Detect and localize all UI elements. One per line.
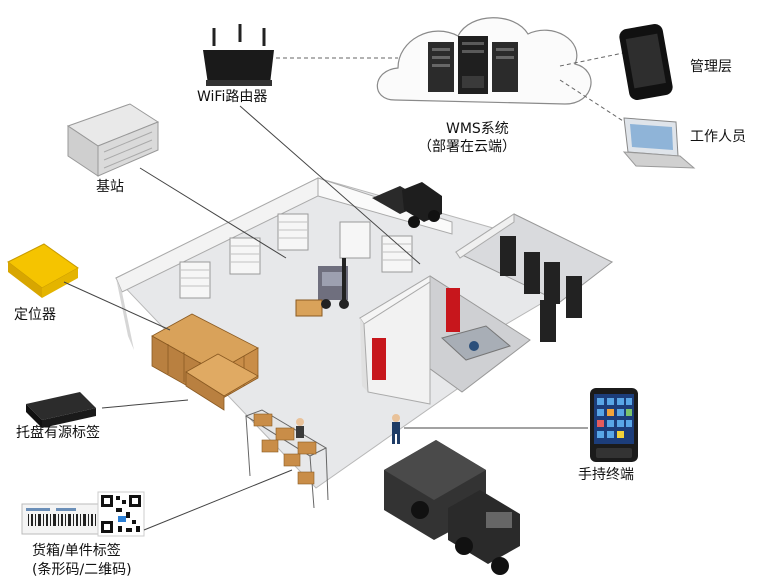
truck-bottom-icon: [384, 440, 520, 575]
server-icon: [428, 36, 518, 94]
wifi-router-icon: [203, 24, 274, 86]
base-station-icon: [66, 103, 160, 177]
barcode-label-icon: [21, 503, 101, 535]
tag-sublabel: (条形码/二维码): [32, 562, 132, 578]
wifi-router-label: WiFi路由器: [197, 89, 268, 105]
pallet-tag-icon: [26, 392, 96, 428]
laptop-icon: [622, 117, 696, 169]
qr-code-icon: [97, 491, 145, 537]
smartphone-icon: [619, 23, 673, 101]
handheld-terminal-icon: [590, 388, 638, 462]
tag-label: 货箱/单件标签: [32, 543, 121, 559]
wms-label: WMS系统: [446, 121, 509, 137]
truck-top-icon: [372, 182, 442, 228]
base-station-label: 基站: [96, 179, 124, 195]
forklift-icon: [295, 258, 349, 317]
locator-icon: [7, 243, 79, 298]
warehouse-illustration: [115, 177, 614, 575]
staff-label: 工作人员: [690, 129, 746, 145]
handheld-label: 手持终端: [578, 467, 634, 483]
leader-lines: [63, 105, 588, 531]
management-label: 管理层: [690, 59, 732, 75]
pallet-tag-label: 托盘有源标签: [16, 425, 100, 441]
wms-sublabel: （部署在云端）: [418, 139, 516, 155]
worker-figure: [296, 414, 400, 444]
locator-label: 定位器: [14, 307, 56, 323]
